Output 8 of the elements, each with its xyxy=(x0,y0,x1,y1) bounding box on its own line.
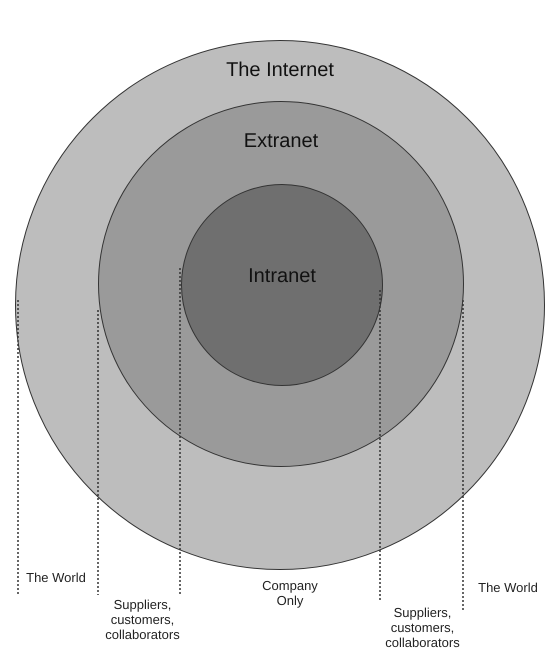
range-label: The World xyxy=(478,580,538,595)
range-label: Suppliers, customers, collaborators xyxy=(384,605,461,650)
range-label: Suppliers, customers, collaborators xyxy=(104,597,181,642)
range-label: Company Only xyxy=(261,578,319,608)
circle-title: Intranet xyxy=(247,265,317,288)
range-label: The World xyxy=(25,570,87,585)
circle-title: The Internet xyxy=(225,59,335,82)
circle-title: Extranet xyxy=(242,130,320,153)
